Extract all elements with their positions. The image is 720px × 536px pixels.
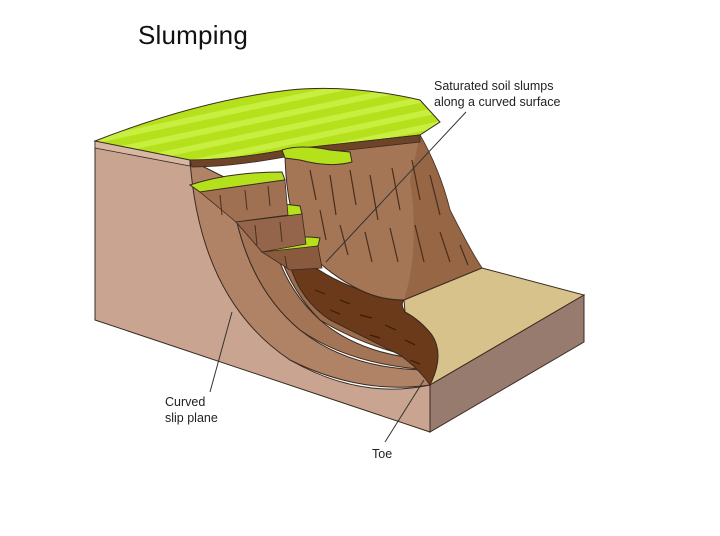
label-saturated-line1: Saturated soil slumps [434, 79, 554, 93]
label-saturated-line2: along a curved surface [434, 95, 561, 109]
label-toe-text: Toe [372, 447, 393, 461]
leader-toe [384, 379, 425, 443]
diagram-title: Slumping [138, 20, 248, 50]
grass-terraces [188, 146, 353, 271]
label-slip-line1: Curved [165, 395, 206, 409]
label-saturated-soil: Saturated soil slumps along a curved sur… [434, 78, 560, 110]
label-slip-line2: slip plane [165, 411, 218, 425]
label-curved-slip-plane: Curved slip plane [165, 394, 218, 426]
sand-plain [403, 267, 586, 433]
leader-saturated [325, 111, 467, 263]
leader-slip-plane [209, 311, 233, 393]
label-toe: Toe [372, 446, 392, 462]
leader-lines [209, 111, 467, 443]
slump-cliff [284, 134, 483, 301]
